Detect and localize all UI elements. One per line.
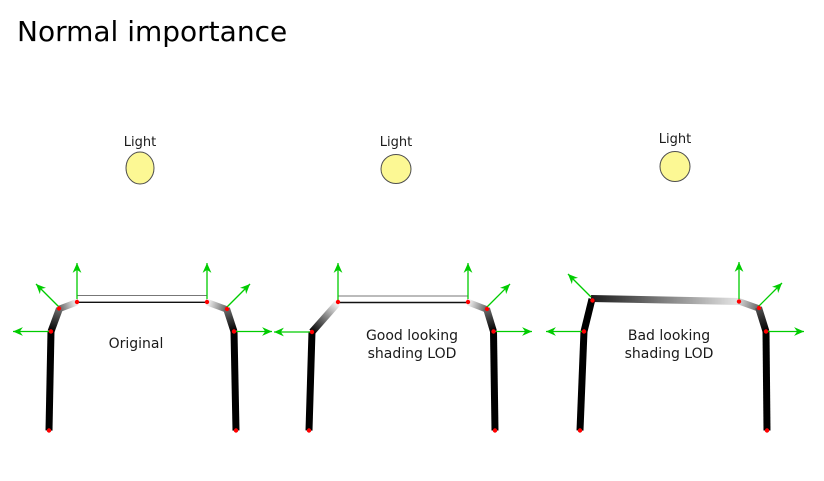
panel-caption-line2: shading LOD [625,346,714,362]
normal-arrow-diagonal-right [226,283,251,308]
light-source: Light [380,135,412,184]
mesh-left-leg [305,331,316,431]
mesh-bevel-left-upper [57,298,80,313]
panel-caption-line1: Good looking [366,328,458,344]
light-bulb-icon [659,151,691,182]
vertex-dot [48,329,54,334]
vertex-dot [204,299,210,305]
vertex-dot [484,306,490,312]
vertex-dot [577,428,583,433]
light-label: Light [124,135,156,150]
mesh-bevel-right-lower [755,306,770,333]
mesh-top-bar [76,295,208,303]
normal-arrow-diagonal-right [486,283,511,308]
mesh-left-leg [576,330,588,431]
vertex-dot [46,428,52,433]
vertex-dot [736,299,742,304]
normal-arrow-diagonal-right [758,282,783,307]
panel-caption: Original [109,336,164,352]
mesh-bevel-left-lower [47,307,63,333]
vertex-dot [224,306,230,312]
mesh-right-leg [490,331,499,431]
mesh-top-bar [337,295,469,303]
mesh-bevel-right-lower [223,307,238,333]
mesh-left-leg [45,330,55,431]
vertex-dot [492,428,498,433]
light-bulb-icon [380,154,412,184]
vertex-dot [233,428,239,433]
panel-bad-lod: Light Bad looking shading LOD [546,132,804,433]
mesh-bevel-left-long [309,299,342,335]
panel-good-lod: Light Good looking shading LOD [274,135,532,433]
light-source: Light [124,135,156,185]
mesh-corner-left [580,298,596,333]
mesh-bevel-right-upper [465,298,489,313]
vertex-dot [56,306,62,311]
vertex-dot [306,428,312,433]
light-bulb-icon [125,151,155,185]
mesh-top-bar-thick [590,295,740,305]
mesh-bevel-right-upper [736,297,761,312]
normal-arrow-diagonal-left [567,273,592,298]
mesh-bevel-right-lower [483,307,497,333]
vertex-dot [231,329,237,334]
light-source: Light [659,132,691,182]
vertex-dot [756,305,762,311]
mesh-right-leg [762,330,771,431]
vertex-dot [74,299,80,305]
normal-arrow-diagonal-left [35,283,60,308]
panel-caption-line1: Bad looking [628,328,710,344]
vertex-dot [465,299,471,305]
mesh-right-leg [230,330,240,431]
light-label: Light [380,135,412,150]
light-label: Light [659,132,691,147]
vertex-dot [763,329,769,334]
mesh-bevel-right-upper [204,298,229,313]
vertex-dot [491,329,496,334]
vertex-dot [309,329,315,335]
page-title: Normal importance [17,15,287,48]
vertex-dot [581,329,587,334]
vertex-dot [590,298,595,303]
panel-original: Light Original [12,135,272,433]
panel-caption-line2: shading LOD [368,346,457,362]
vertex-dot [764,428,770,433]
vertex-dot [335,299,341,305]
